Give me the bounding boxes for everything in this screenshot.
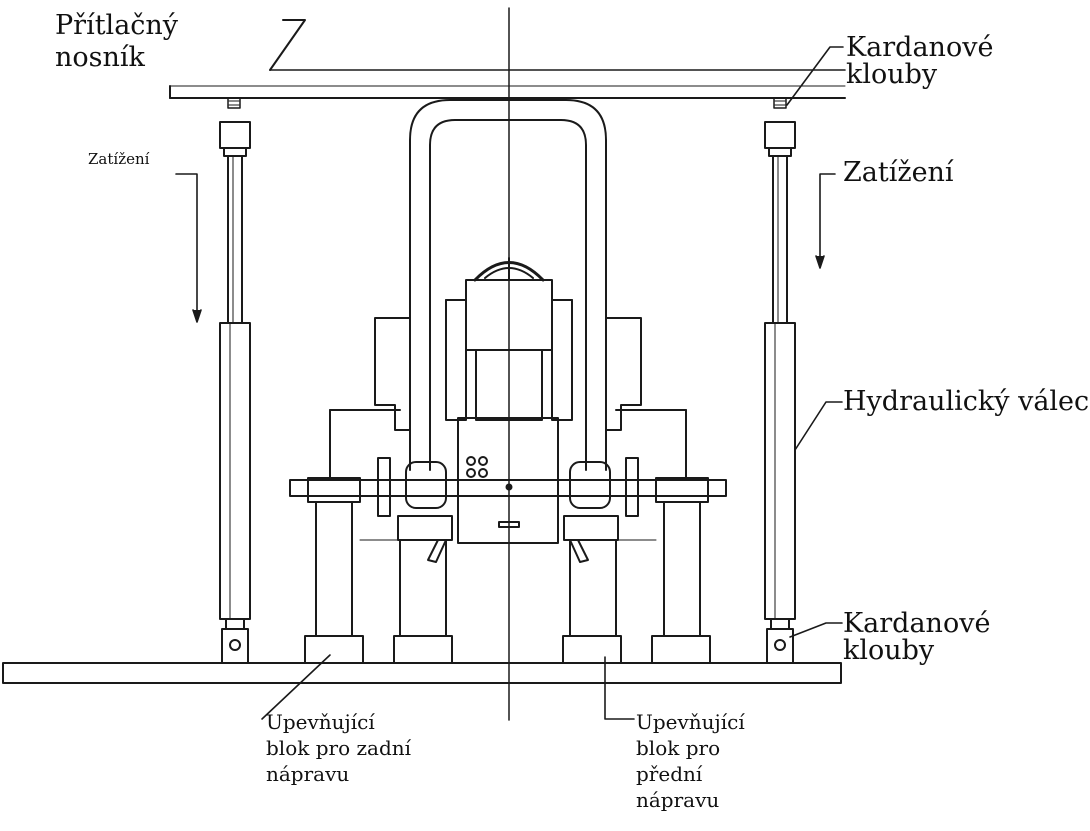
label-blok-predni: Upevňující blok pro přední nápravu xyxy=(636,710,745,812)
leader-kardan-bottom xyxy=(789,622,843,638)
leader-blok-predni xyxy=(604,656,635,720)
load-arrow-left xyxy=(175,173,202,323)
axle-and-hubs xyxy=(289,457,727,563)
label-hydraulicky-valec: Hydraulický válec xyxy=(843,386,1090,417)
label-blok-zadni: Upevňující blok pro zadní nápravu xyxy=(266,710,412,786)
right-hydraulic-cylinder xyxy=(764,97,796,664)
load-arrow-right xyxy=(815,173,836,269)
pressure-beam xyxy=(169,19,846,99)
steering-and-seat xyxy=(445,257,573,421)
leader-kardan-top xyxy=(786,46,844,106)
label-zatizeni-left: Zatížení xyxy=(88,150,150,168)
fenders xyxy=(329,317,687,481)
roll-bar xyxy=(409,99,607,471)
leader-lines xyxy=(261,46,844,720)
label-kardanove-klouby-top: Kardanové klouby xyxy=(846,32,994,90)
label-pritlacny-nosnik: Přítlačný nosník xyxy=(55,10,179,73)
base-plate xyxy=(2,662,842,684)
leader-blok-zadni xyxy=(261,654,331,720)
label-kardanove-klouby-bottom: Kardanové klouby xyxy=(843,608,991,666)
leader-hydraulic xyxy=(794,401,843,451)
front-axle-mount-blocks xyxy=(562,477,711,664)
rear-axle-mount-blocks xyxy=(304,477,453,664)
left-hydraulic-cylinder xyxy=(219,97,251,664)
label-zatizeni-right: Zatížení xyxy=(843,157,954,188)
